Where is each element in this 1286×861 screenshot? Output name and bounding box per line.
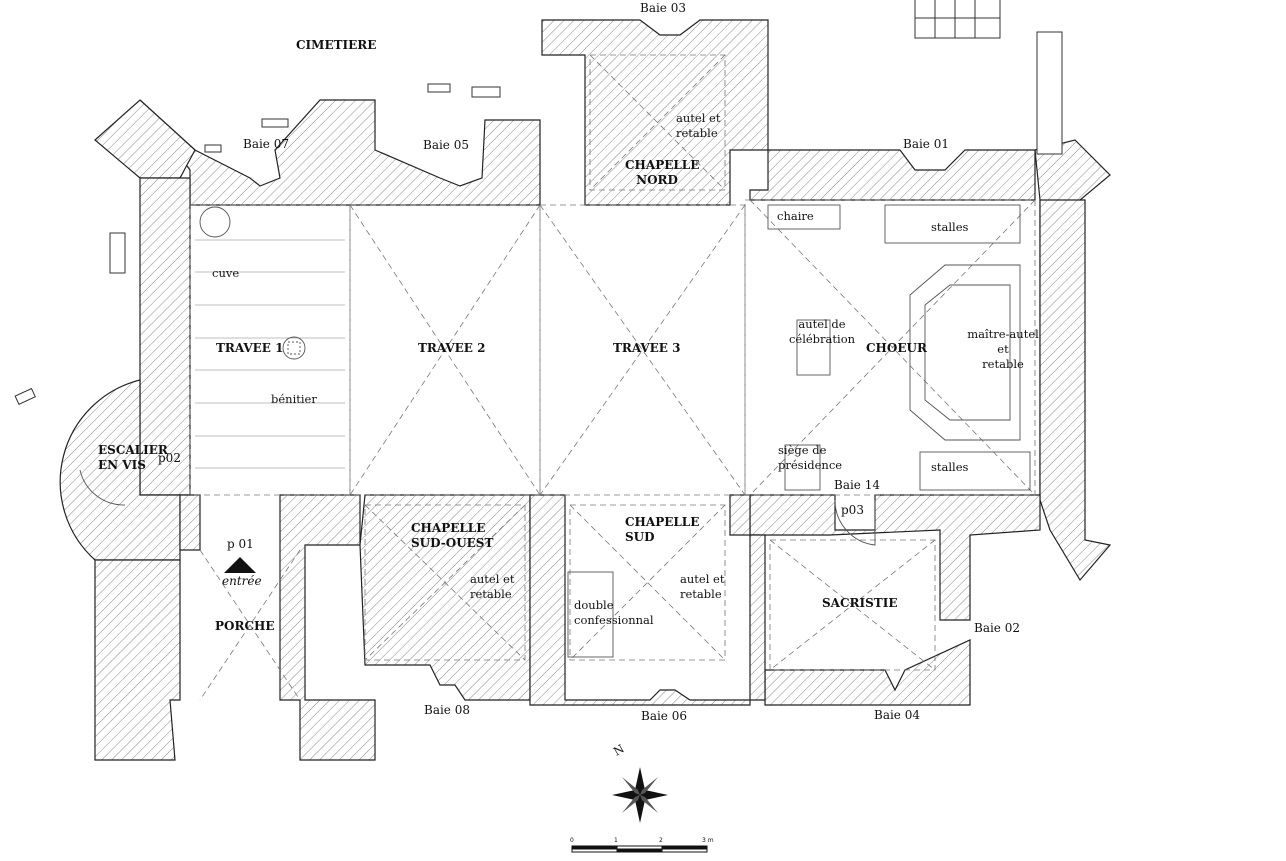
travee1-floor: [195, 239, 345, 469]
benitier-shape: [282, 336, 306, 360]
scale-tick-2: 2: [659, 837, 663, 844]
label-baie-04: Baie 04: [874, 708, 920, 722]
label-travee-2: TRAVEE 2: [418, 341, 486, 355]
label-siege-presidence: siège de présidence: [778, 443, 843, 472]
label-p03: p03: [841, 503, 864, 517]
label-chapelle-sud-ouest: CHAPELLE SUD-OUEST: [411, 521, 494, 550]
label-p02: p02: [158, 451, 181, 465]
label-stalles-north: stalles: [931, 220, 969, 234]
wall-north-nave: [139, 99, 541, 206]
scale-tick-0: 0: [570, 837, 574, 844]
maitre-autel-shape: [909, 264, 1021, 441]
label-chapelle-sud: CHAPELLE SUD: [625, 515, 700, 544]
label-cimetiere: CIMETIERE: [296, 38, 377, 52]
vaults: [189, 54, 1036, 701]
walls: [59, 19, 1112, 761]
chaire-shape: [767, 204, 841, 230]
confessionnal-shape: [567, 571, 614, 658]
scale-tick-1: 1: [614, 837, 618, 844]
label-maitre-autel: maître-autel et retable: [967, 327, 1039, 371]
scale-tick-3: 3 m: [702, 837, 714, 844]
label-chapelle-nord: CHAPELLE NORD: [625, 158, 700, 187]
wall-sacristie: [764, 639, 971, 706]
label-escalier: ESCALIER EN VIS: [98, 443, 168, 472]
label-confessionnal: double confessionnal: [574, 598, 654, 627]
label-stalles-south: stalles: [931, 460, 969, 474]
label-chaire: chaire: [777, 209, 814, 223]
fixtures: [79, 204, 1031, 658]
stalles-south-shape: [919, 451, 1031, 491]
wall-east: [1039, 199, 1112, 582]
wall-porch-west: [179, 494, 201, 551]
label-baie-05: Baie 05: [423, 138, 469, 152]
label-autel-nord: autel et retable: [676, 111, 721, 140]
label-autel-celebration: autel de célébration: [788, 317, 856, 346]
label-p01: p 01: [227, 537, 254, 551]
label-baie-02: Baie 02: [974, 621, 1020, 635]
entrance-arrow-icon: [224, 557, 256, 573]
label-porche: PORCHE: [215, 619, 275, 633]
wall-south-choir: [749, 494, 1041, 621]
label-autel-sud-ouest: autel et retable: [470, 572, 515, 601]
label-baie-06: Baie 06: [641, 709, 687, 723]
label-sacristie: SACRISTIE: [822, 596, 898, 610]
stalles-north-shape: [884, 204, 1021, 244]
wall-chapel-sud: [529, 494, 766, 706]
label-baie-01: Baie 01: [903, 137, 949, 151]
label-cuve: cuve: [212, 266, 240, 280]
cuve-shape: [199, 206, 231, 238]
label-entree: entrée: [222, 574, 262, 588]
scale-bar: [571, 845, 708, 853]
wall-stair-tower: [59, 379, 181, 561]
wall-porch-east: [279, 494, 376, 761]
label-baie-03: Baie 03: [640, 1, 686, 15]
exterior-elements: [14, 0, 1063, 405]
label-choeur: CHOEUR: [866, 341, 927, 355]
label-benitier: bénitier: [271, 392, 317, 406]
sacristie-door-arc: [834, 499, 876, 546]
siege-shape: [784, 444, 821, 491]
label-travee-1: TRAVEE 1: [216, 341, 284, 355]
north-compass-icon: [612, 767, 668, 823]
wall-southwest: [94, 559, 181, 761]
label-autel-sud: autel et retable: [680, 572, 725, 601]
label-travee-3: TRAVEE 3: [613, 341, 681, 355]
label-baie-07: Baie 07: [243, 137, 289, 151]
buttress-nw: [94, 99, 196, 179]
label-baie-08: Baie 08: [424, 703, 470, 717]
wall-north-choir: [749, 149, 1036, 201]
label-baie-14: Baie 14: [834, 478, 880, 492]
autel-celebration-shape: [796, 319, 831, 376]
stair-arc: [79, 469, 126, 506]
